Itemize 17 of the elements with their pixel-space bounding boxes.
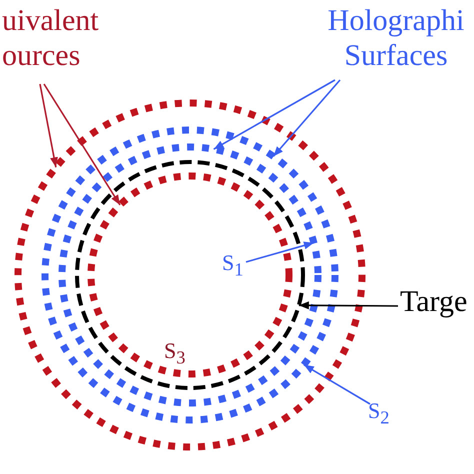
- surface-label: S$_{3}$: [164, 338, 186, 368]
- callout-label: S$_{1}$: [222, 250, 262, 280]
- callout-label: S$_{2}$: [368, 398, 408, 428]
- callout-label: Targe: [400, 285, 474, 320]
- dashed-circle: [12, 97, 368, 453]
- leader-arrow: [246, 242, 314, 263]
- dashed-circle: [39, 124, 341, 426]
- dashed-circle: [56, 141, 324, 409]
- leader-arrow: [43, 84, 121, 206]
- callout-label: Holographi Surfaces: [318, 4, 474, 73]
- callout-label: uivalent ources: [2, 4, 142, 73]
- leader-arrow: [39, 84, 58, 168]
- leader-arrow: [213, 79, 336, 150]
- dashed-circle: [85, 170, 295, 380]
- leader-arrow: [272, 79, 341, 157]
- leader-arrow: [304, 364, 370, 405]
- leader-arrow: [298, 301, 398, 310]
